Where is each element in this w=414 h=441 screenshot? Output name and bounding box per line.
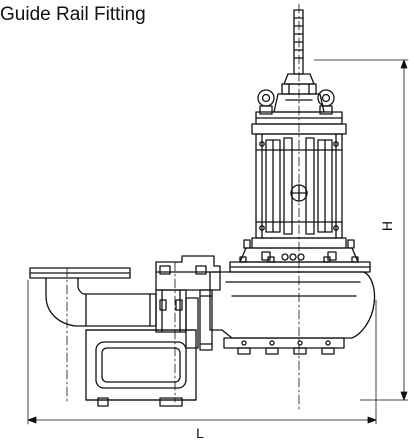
dimension-l [27, 279, 377, 425]
figure-title: Guide Rail Fitting [0, 4, 146, 25]
lifting-rod [281, 9, 317, 95]
motor-body [255, 133, 343, 239]
base-stand [85, 329, 197, 407]
discharge-bend [29, 267, 187, 333]
pump-casing [209, 239, 376, 355]
lifting-lugs [257, 89, 335, 115]
dimension-h [313, 59, 409, 401]
dimension-l-label: L [196, 425, 204, 441]
dimension-h-label: H [379, 221, 395, 231]
